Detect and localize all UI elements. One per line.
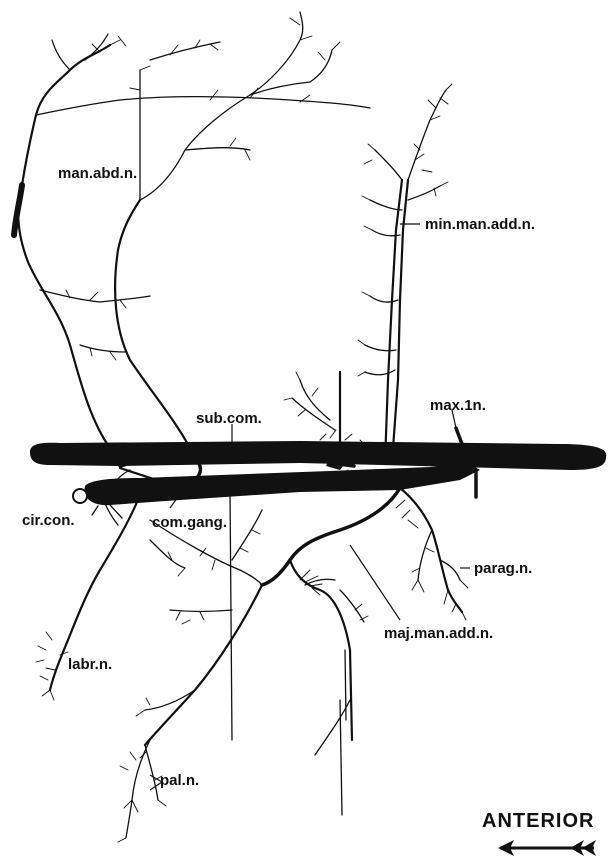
upper-connective <box>30 441 606 470</box>
major-mandibular-adductor-nerve <box>262 488 400 755</box>
label-cir-con: cir.con. <box>22 512 75 529</box>
leader-lines <box>150 224 470 790</box>
label-parag-n: parag.n. <box>474 560 532 577</box>
circumoesophageal-connective-end <box>73 489 87 503</box>
label-man-abd-n: man.abd.n. <box>58 165 137 182</box>
label-com-gang: com.gang. <box>152 514 227 531</box>
label-maj-man-add-n: maj.man.add.n. <box>384 625 493 642</box>
label-min-man-add-n: min.man.add.n. <box>425 216 535 233</box>
label-pal-n: pal.n. <box>160 772 199 789</box>
double-left-arrow-icon <box>498 840 596 856</box>
connective-trunks <box>30 428 606 505</box>
mandibular-abductor-nerve <box>14 12 370 448</box>
paragnath-nerve <box>396 488 468 620</box>
label-sub-com: sub.com. <box>196 410 262 427</box>
label-max-1n: max.1n. <box>430 397 486 414</box>
label-anterior: ANTERIOR <box>482 810 594 832</box>
label-labr-n: labr.n. <box>68 656 112 673</box>
lower-connective <box>84 464 480 505</box>
palp-nerve <box>118 585 342 842</box>
